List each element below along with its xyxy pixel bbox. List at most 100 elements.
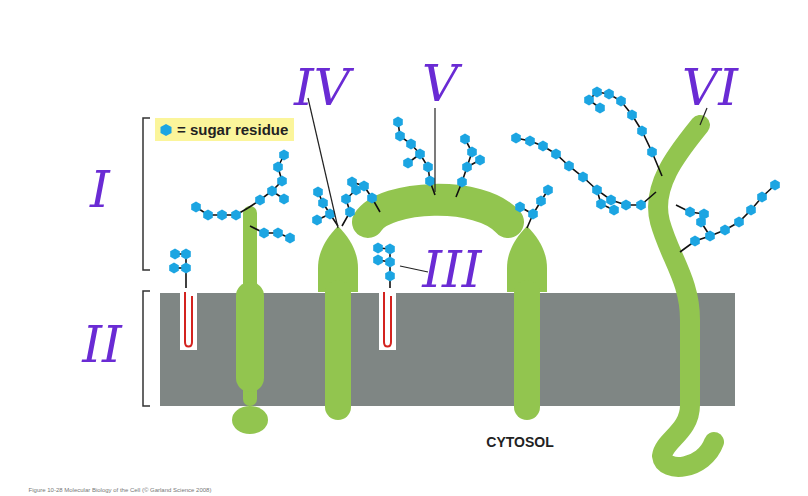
sugar-residue <box>273 162 283 173</box>
lipid-tail <box>185 292 192 347</box>
sugar-residue <box>373 243 383 254</box>
glycosidic-bond <box>456 139 472 197</box>
glycosidic-bond <box>516 138 656 205</box>
sugar-residue <box>604 89 614 100</box>
glycosidic-bond <box>589 92 662 176</box>
transmembrane-protein <box>507 226 547 420</box>
sugar-residue <box>267 186 277 197</box>
roman-numeral: I <box>90 165 110 215</box>
sugar-residue <box>647 147 657 158</box>
adsorbed-glycoprotein <box>368 200 508 222</box>
bracket <box>143 291 150 406</box>
sugar-residue <box>609 205 619 216</box>
sugar-residue <box>425 176 435 187</box>
sugar-residue <box>621 200 631 211</box>
sugar-residue <box>528 209 538 220</box>
legend: = sugar residue <box>155 118 294 141</box>
bracket <box>143 118 150 270</box>
sugar-residue <box>385 271 395 282</box>
sugar-residue <box>181 263 191 274</box>
sugar-residue <box>373 255 383 266</box>
roman-numeral: VI <box>682 63 738 113</box>
compartment-label: CYTOSOL <box>486 435 553 449</box>
sugar-residue <box>543 185 553 196</box>
sugar-residue <box>231 210 241 221</box>
sugar-residue <box>606 195 616 206</box>
sugar-residue <box>273 228 283 239</box>
sugar-residue <box>462 162 472 173</box>
sugar-residue <box>191 202 201 213</box>
sugar-residue <box>720 225 730 236</box>
sugar-residue <box>538 141 548 152</box>
roman-numeral: IV <box>294 63 350 113</box>
glycosidic-bond <box>250 226 290 238</box>
sugar-residue <box>596 199 606 210</box>
glycosidic-bond <box>527 190 548 228</box>
sugar-residue <box>578 172 588 183</box>
sugar-residue <box>511 133 521 144</box>
sugar-residue <box>312 215 322 226</box>
glycolipid <box>180 292 197 350</box>
sugar-residue <box>637 126 647 137</box>
sugar-residue <box>525 136 535 147</box>
sugar-residue <box>536 196 546 207</box>
sugar-residue <box>169 263 179 274</box>
sugar-residue <box>367 193 377 204</box>
roman-numeral: II <box>82 320 122 370</box>
glycolipid <box>379 292 396 350</box>
leader-line <box>308 98 707 272</box>
sugar-residue <box>406 139 416 150</box>
sugar-residue <box>636 200 646 211</box>
sugar-residue <box>415 149 425 160</box>
sugar-residue <box>475 155 485 166</box>
sugar-residue <box>217 210 227 221</box>
proteoglycan <box>658 125 714 467</box>
sugar-residue <box>347 177 357 188</box>
sugar-residue <box>255 195 265 206</box>
sugar-residue <box>395 131 405 142</box>
sugar-residue <box>203 210 213 221</box>
sugar-residue <box>259 228 269 239</box>
sugar-residue <box>551 149 561 160</box>
sugar-residue <box>627 110 637 121</box>
sugar-residue <box>341 194 351 205</box>
sugar-residue <box>277 176 287 187</box>
sugar-residue <box>170 249 180 260</box>
sugar-residue <box>403 158 413 169</box>
sugar-residue <box>705 231 715 242</box>
sugar-residue <box>279 150 289 161</box>
sugar-residue <box>690 236 700 247</box>
glycosidic-bond <box>342 190 356 226</box>
sugar-residue <box>616 96 626 107</box>
sugar-residue <box>285 233 295 244</box>
sugar-hexagon <box>159 123 173 137</box>
sugar-residue <box>359 181 369 192</box>
sugar-residue <box>393 117 403 128</box>
transmembrane-protein <box>232 206 268 434</box>
sugar-residue <box>770 180 780 191</box>
sugar-residue <box>757 192 767 203</box>
sugar-residue <box>592 185 602 196</box>
legend-text: = sugar residue <box>177 121 288 138</box>
sugar-residue <box>279 194 289 205</box>
sugar-residue <box>313 187 323 198</box>
figure-credit: Figure 10-28 Molecular Biology of the Ce… <box>29 487 212 493</box>
sugar-residue <box>181 249 191 260</box>
sugar-residue <box>699 209 709 220</box>
sugar-residue <box>467 147 477 158</box>
sugar-residue <box>734 217 744 228</box>
sugar-residue <box>746 205 756 216</box>
sugar-residue <box>457 177 467 188</box>
sugar-residue <box>685 207 695 218</box>
sugar-residue <box>584 95 594 106</box>
glycosidic-bond <box>680 185 775 252</box>
transmembrane-protein <box>318 226 358 420</box>
sugar-residue <box>460 134 470 145</box>
sugar-residue <box>318 198 328 209</box>
sugar-residue <box>564 161 574 172</box>
roman-numeral: III <box>422 245 481 295</box>
sugar-residue <box>423 162 433 173</box>
lipid-tail <box>384 292 391 347</box>
sugar-residue <box>515 202 525 213</box>
roman-numeral: V <box>422 59 458 109</box>
